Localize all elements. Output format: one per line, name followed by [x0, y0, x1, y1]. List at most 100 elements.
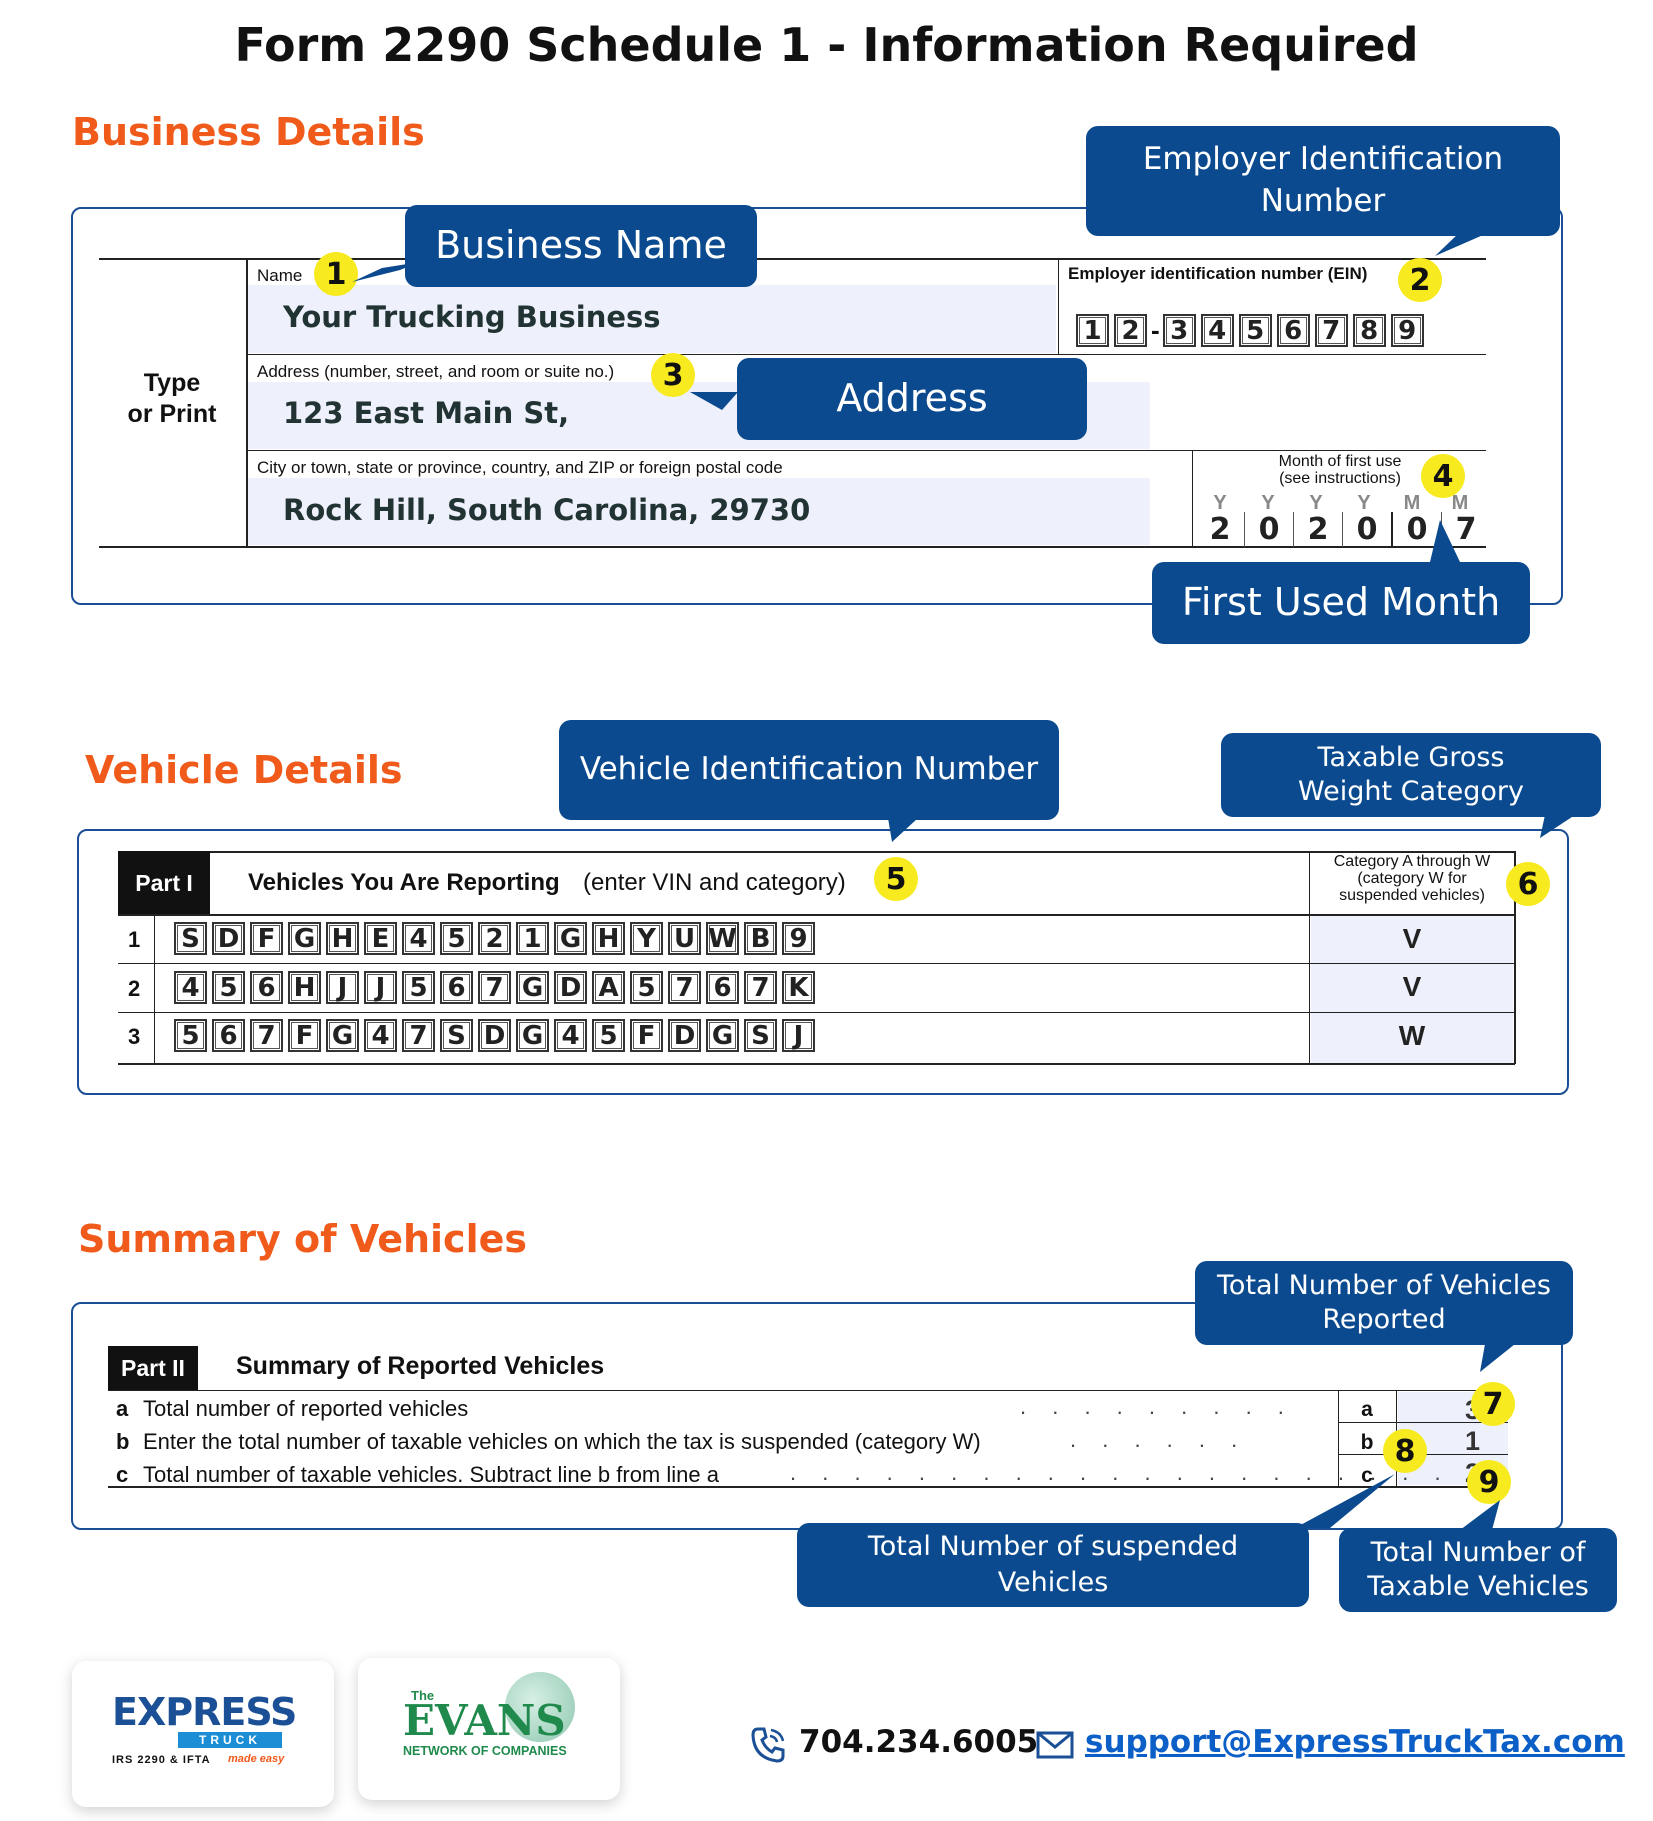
badge-7: 7	[1471, 1382, 1515, 1426]
summary-box-letter: a	[1361, 1398, 1373, 1421]
type-or-print-label: Type or Print	[127, 369, 217, 429]
part-i-tag: Part I	[118, 851, 210, 915]
vin-char: D	[212, 922, 245, 955]
vehicle-section-title: Vehicle Details	[85, 748, 403, 792]
express-logo: EXPRESS	[112, 1690, 297, 1734]
ein-digit: 8	[1352, 314, 1386, 347]
month-digit: 2	[1294, 512, 1343, 547]
total-suspended-value: 1	[1464, 1426, 1480, 1456]
summary-box-letter: b	[1360, 1431, 1374, 1454]
vin-char: G	[516, 1019, 549, 1052]
evans-logo: EVANS	[403, 1696, 566, 1745]
vin-char: S	[440, 1019, 473, 1052]
summary-letter: a	[116, 1396, 129, 1421]
vehicle-heading: Vehicles You Are Reporting	[248, 869, 560, 896]
ein-digit: 9	[1390, 314, 1424, 347]
vin-char: E	[364, 922, 397, 955]
email-icon	[1036, 1731, 1074, 1759]
vin-char: G	[554, 922, 587, 955]
vin-char: F	[630, 1019, 663, 1052]
vin-char: U	[668, 922, 701, 955]
badge-5: 5	[874, 857, 918, 901]
summary-line-text: Enter the total number of taxable vehicl…	[143, 1429, 981, 1454]
category-header: Category A through W (category W for sus…	[1333, 853, 1491, 904]
vin-char: 7	[478, 971, 511, 1004]
support-email-link[interactable]: support@ExpressTruckTax.com	[1085, 1724, 1625, 1760]
vin-char: 5	[440, 922, 473, 955]
vin-char: 6	[250, 971, 283, 1004]
business-section-title: Business Details	[72, 110, 425, 154]
month-digit: 0	[1343, 512, 1393, 547]
row-number: 2	[128, 976, 141, 1001]
evans-the: The	[411, 1688, 435, 1703]
month-digit: 7	[1455, 512, 1477, 547]
globe-icon	[505, 1672, 575, 1742]
express-made-easy: made easy	[228, 1753, 285, 1765]
vin-char: 6	[706, 971, 739, 1004]
summary-line-text: Total number of taxable vehicles. Subtra…	[143, 1462, 719, 1487]
ein-digit: 5	[1238, 314, 1272, 347]
month-digit: 2	[1196, 512, 1245, 547]
vin-char: G	[706, 1019, 739, 1052]
ein-dash: -	[1151, 315, 1160, 345]
vin-row-2: 4 5 6 H J J 5 6 7 G D A 5 7 6 7 K	[174, 971, 820, 1004]
vin-char: S	[174, 922, 207, 955]
callout-address: Address	[737, 358, 1087, 440]
vin-char: 7	[744, 971, 777, 1004]
vin-row-3: 5 6 7 F G 4 7 S D G 4 5 F D G S J	[174, 1019, 820, 1052]
ein-digit: 4	[1200, 314, 1234, 347]
vin-char: 2	[478, 922, 511, 955]
city-value: Rock Hill, South Carolina, 29730	[283, 493, 811, 527]
vin-char: 4	[554, 1019, 587, 1052]
vin-char: H	[326, 922, 359, 955]
vin-char: 5	[630, 971, 663, 1004]
vin-row-1: S D F G H E 4 5 2 1 G H Y U W B 9	[174, 922, 820, 955]
vin-char: D	[668, 1019, 701, 1052]
business-name-value: Your Trucking Business	[283, 300, 661, 334]
summary-box-letter: c	[1361, 1464, 1373, 1487]
vin-char: 1	[516, 922, 549, 955]
part-ii-tag: Part II	[108, 1346, 198, 1390]
callout-first-used-month: First Used Month	[1152, 562, 1530, 644]
name-label: Name	[257, 266, 303, 285]
vin-char: 4	[402, 922, 435, 955]
vin-char: 7	[668, 971, 701, 1004]
badge-6: 6	[1506, 862, 1550, 906]
row-number: 3	[128, 1024, 141, 1049]
vin-char: 5	[592, 1019, 625, 1052]
phone-number[interactable]: 704.234.6005	[799, 1724, 1039, 1760]
summary-letter: c	[116, 1462, 129, 1487]
badge-4: 4	[1421, 454, 1465, 498]
callout-business-name: Business Name	[405, 205, 757, 287]
summary-letter: b	[116, 1429, 130, 1454]
badge-9: 9	[1467, 1460, 1511, 1504]
address-value: 123 East Main St,	[283, 396, 570, 430]
ein-digit: 1	[1076, 314, 1109, 347]
vin-char: 5	[212, 971, 245, 1004]
vin-char: 7	[250, 1019, 283, 1052]
badge-8: 8	[1383, 1429, 1427, 1473]
vin-char: D	[554, 971, 587, 1004]
month-digit: 0	[1245, 512, 1294, 547]
summary-heading: Summary of Reported Vehicles	[236, 1352, 605, 1380]
evans-sub: NETWORK OF COMPANIES	[403, 1744, 567, 1758]
callout-vin: Vehicle Identification Number	[559, 720, 1059, 820]
callout-suspended: Total Number of suspended Vehicles	[797, 1523, 1309, 1607]
city-label: City or town, state or province, country…	[257, 458, 783, 477]
callout-weight-category: Taxable Gross Weight Category	[1221, 733, 1601, 817]
vin-char: J	[326, 971, 359, 1004]
category-value: W	[1398, 1020, 1426, 1051]
vin-char: J	[364, 971, 397, 1004]
vin-char: B	[744, 922, 777, 955]
vin-char: 4	[174, 971, 207, 1004]
badge-2: 2	[1398, 258, 1442, 302]
express-sub: TRUCK TAX	[178, 1732, 282, 1763]
vin-char: 5	[402, 971, 435, 1004]
month-label: Month of first use (see instructions)	[1278, 453, 1402, 487]
phone-icon	[751, 1727, 785, 1763]
vin-char: 9	[782, 922, 815, 955]
vin-char: F	[288, 1019, 321, 1052]
badge-1: 1	[314, 252, 358, 296]
vin-char: D	[478, 1019, 511, 1052]
